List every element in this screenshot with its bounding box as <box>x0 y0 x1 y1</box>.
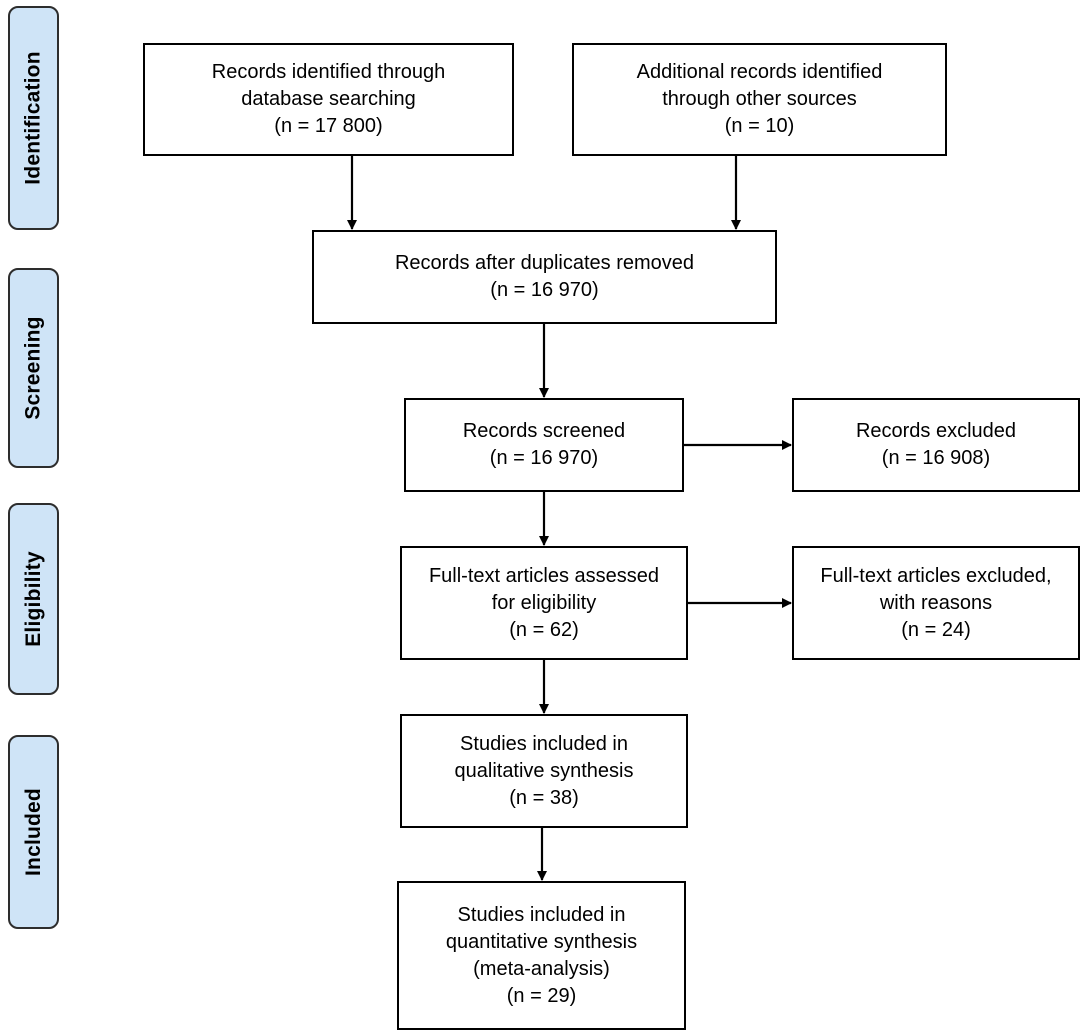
box-fulltext-excluded-count: (n = 24) <box>901 618 971 641</box>
box-records-excluded: Records excluded (n = 16 908) <box>792 398 1080 492</box>
box-deduplicated-count: (n = 16 970) <box>490 279 599 301</box>
box-fulltext-excluded-line1: Full-text articles excluded, <box>820 564 1052 587</box>
box-qualitative-count: (n = 38) <box>509 786 579 809</box>
box-quantitative-count: (n = 29) <box>506 984 577 1007</box>
stage-screening: Screening <box>8 268 59 468</box>
box-fulltext-assessed: Full-text articles assessed for eligibil… <box>400 546 688 660</box>
stage-eligibility: Eligibility <box>8 503 59 695</box>
box-other-line2: through other sources <box>662 88 857 110</box>
stage-included: Included <box>8 735 59 929</box>
box-other-count: (n = 10) <box>724 115 795 137</box>
box-other-line1: Additional records identified <box>636 61 883 83</box>
stage-included-label: Included <box>21 788 45 876</box>
box-deduplicated-line1: Records after duplicates removed <box>394 252 695 274</box>
box-database-line1: Records identified through <box>211 61 446 83</box>
box-fulltext-excluded-line2: with reasons <box>879 591 993 614</box>
box-screened-line1: Records screened <box>462 420 626 442</box>
box-database-line2: database searching <box>241 88 416 110</box>
box-fulltext-excluded: Full-text articles excluded, with reason… <box>792 546 1080 660</box>
box-fulltext-line2: for eligibility <box>491 591 597 614</box>
stage-screening-label: Screening <box>21 316 45 420</box>
box-database-records: Records identified through database sear… <box>143 43 514 156</box>
box-quantitative-line3: (meta-analysis) <box>473 957 610 980</box>
box-qualitative-synthesis: Studies included in qualitative synthesi… <box>400 714 688 828</box>
box-qualitative-line1: Studies included in <box>460 732 628 755</box>
box-database-count: (n = 17 800) <box>274 115 383 137</box>
box-fulltext-count: (n = 62) <box>509 618 579 641</box>
box-quantitative-synthesis: Studies included in quantitative synthes… <box>397 881 686 1030</box>
box-screened-count: (n = 16 970) <box>489 447 599 469</box>
box-excluded-line1: Records excluded <box>855 420 1017 442</box>
box-fulltext-line1: Full-text articles assessed <box>428 564 660 587</box>
box-duplicates-removed: Records after duplicates removed (n = 16… <box>312 230 777 324</box>
stage-identification-label: Identification <box>21 51 45 185</box>
box-other-sources: Additional records identified through ot… <box>572 43 947 156</box>
box-excluded-count: (n = 16 908) <box>881 447 991 469</box>
box-quantitative-line1: Studies included in <box>457 903 626 926</box>
stage-eligibility-label: Eligibility <box>21 551 45 647</box>
box-records-screened: Records screened (n = 16 970) <box>404 398 684 492</box>
stage-identification: Identification <box>8 6 59 230</box>
box-quantitative-line2: quantitative synthesis <box>445 930 638 953</box>
box-qualitative-line2: qualitative synthesis <box>454 759 634 782</box>
